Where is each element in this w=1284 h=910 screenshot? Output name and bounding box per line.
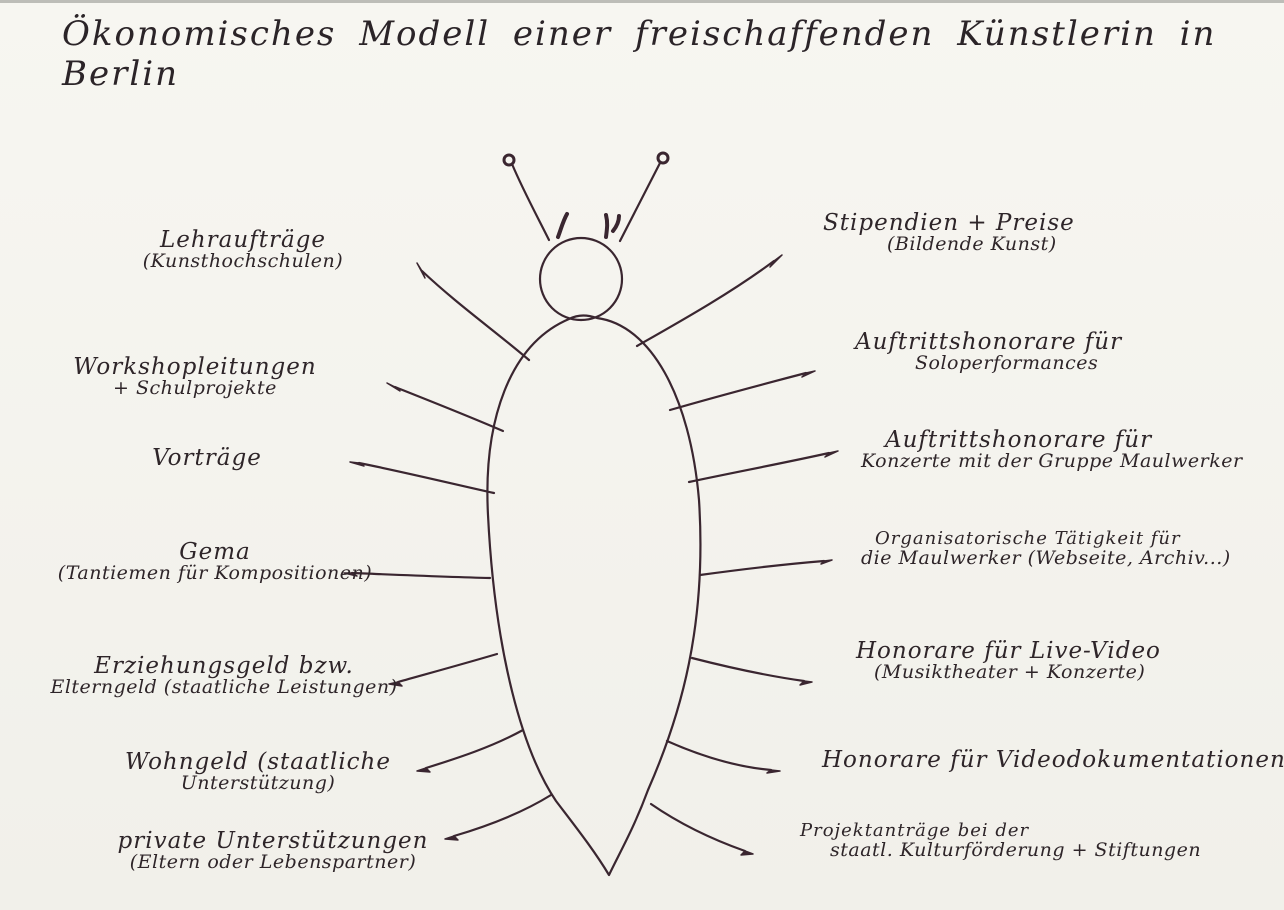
mandible-right-inner: [613, 216, 619, 231]
label-auftrittshonorare-konzerte-line1: Auftrittshonorare für: [861, 428, 1241, 452]
label-workshopleitungen: Workshopleitungen + Schulprojekte: [40, 355, 350, 399]
leg-right-3-tip: [825, 451, 838, 457]
insect-head: [540, 238, 622, 320]
leg-right-2: [670, 373, 806, 410]
leg-left-3: [359, 463, 494, 493]
label-erziehungsgeld: Erziehungsgeld bzw. Elterngeld (staatlic…: [34, 654, 414, 698]
label-private-unterstuetzungen-line1: private Unterstützungen: [108, 829, 438, 853]
label-private-unterstuetzungen: private Unterstützungen (Eltern oder Leb…: [108, 829, 438, 873]
leg-left-1-tip: [417, 263, 425, 278]
label-stipendien-line2: (Bildende Kunst): [823, 235, 1133, 255]
leg-right-2-tip: [802, 371, 815, 377]
antenna-right-tip: [658, 153, 668, 163]
label-gema-line1: Gema: [35, 540, 395, 564]
label-gema-line2: (Tantiemen für Kompositionen): [35, 564, 395, 584]
label-vortraege: Vorträge: [122, 446, 292, 470]
leg-left-1: [422, 271, 529, 360]
leg-left-7: [454, 795, 551, 836]
label-auftrittshonorare-konzerte: Auftrittshonorare für Konzerte mit der G…: [861, 428, 1241, 472]
label-vortraege-line1: Vorträge: [122, 446, 292, 470]
leg-left-6-tip: [417, 768, 430, 772]
antenna-left: [512, 164, 549, 240]
label-projektantraege-line2: staatl. Kulturförderung + Stiftungen: [800, 841, 1250, 861]
label-auftrittshonorare-solo-line2: Soloperformances: [855, 354, 1155, 374]
mandible-left: [558, 214, 567, 237]
label-lehrauftraege: Lehraufträge (Kunsthochschulen): [93, 228, 393, 272]
leg-left-2: [395, 387, 503, 431]
label-erziehungsgeld-line1: Erziehungsgeld bzw.: [34, 654, 414, 678]
label-lehrauftraege-line2: (Kunsthochschulen): [93, 252, 393, 272]
insect-body: [487, 316, 700, 876]
label-honorare-videodokumentationen-line1: Honorare für Videodokumentationen: [822, 748, 1272, 772]
label-honorare-live-video-line1: Honorare für Live-Video: [856, 639, 1186, 663]
label-honorare-live-video: Honorare für Live-Video (Musiktheater + …: [856, 639, 1186, 683]
label-stipendien: Stipendien + Preise (Bildende Kunst): [823, 211, 1133, 255]
leg-right-6: [667, 741, 771, 770]
label-honorare-videodokumentationen: Honorare für Videodokumentationen: [822, 748, 1272, 772]
label-auftrittshonorare-solo-line1: Auftrittshonorare für: [855, 330, 1155, 354]
leg-left-2-tip: [387, 383, 400, 391]
label-erziehungsgeld-line2: Elterngeld (staatliche Leistungen): [34, 678, 414, 698]
leg-right-5: [692, 658, 804, 681]
leg-right-1-tip: [770, 255, 782, 267]
leg-right-7: [651, 804, 745, 851]
antenna-left-tip: [504, 155, 514, 165]
leg-left-7-tip: [445, 836, 458, 840]
antenna-right: [620, 163, 660, 241]
label-private-unterstuetzungen-line2: (Eltern oder Lebenspartner): [108, 853, 438, 873]
leg-right-4: [700, 561, 824, 575]
leg-left-6: [426, 730, 523, 768]
label-workshopleitungen-line1: Workshopleitungen: [40, 355, 350, 379]
label-organisatorische-taetigkeit-line2: die Maulwerker (Webseite, Archiv...): [861, 549, 1251, 569]
leg-right-3: [689, 453, 829, 482]
label-wohngeld: Wohngeld (staatliche Unterstützung): [118, 750, 398, 794]
label-projektantraege: Projektanträge bei der staatl. Kulturför…: [800, 822, 1250, 861]
label-stipendien-line1: Stipendien + Preise: [823, 211, 1133, 235]
label-lehrauftraege-line1: Lehraufträge: [93, 228, 393, 252]
leg-right-7-tip: [741, 851, 753, 855]
label-wohngeld-line2: Unterstützung): [118, 774, 398, 794]
label-wohngeld-line1: Wohngeld (staatliche: [118, 750, 398, 774]
label-workshopleitungen-line2: + Schulprojekte: [40, 379, 350, 399]
label-auftrittshonorare-solo: Auftrittshonorare für Soloperformances: [855, 330, 1155, 374]
label-gema: Gema (Tantiemen für Kompositionen): [35, 540, 395, 584]
leg-right-1: [637, 261, 774, 346]
mandible-right: [606, 215, 607, 237]
label-auftrittshonorare-konzerte-line2: Konzerte mit der Gruppe Maulwerker: [861, 452, 1241, 472]
label-organisatorische-taetigkeit: Organisatorische Tätigkeit für die Maulw…: [861, 530, 1251, 569]
label-honorare-live-video-line2: (Musiktheater + Konzerte): [856, 663, 1186, 683]
